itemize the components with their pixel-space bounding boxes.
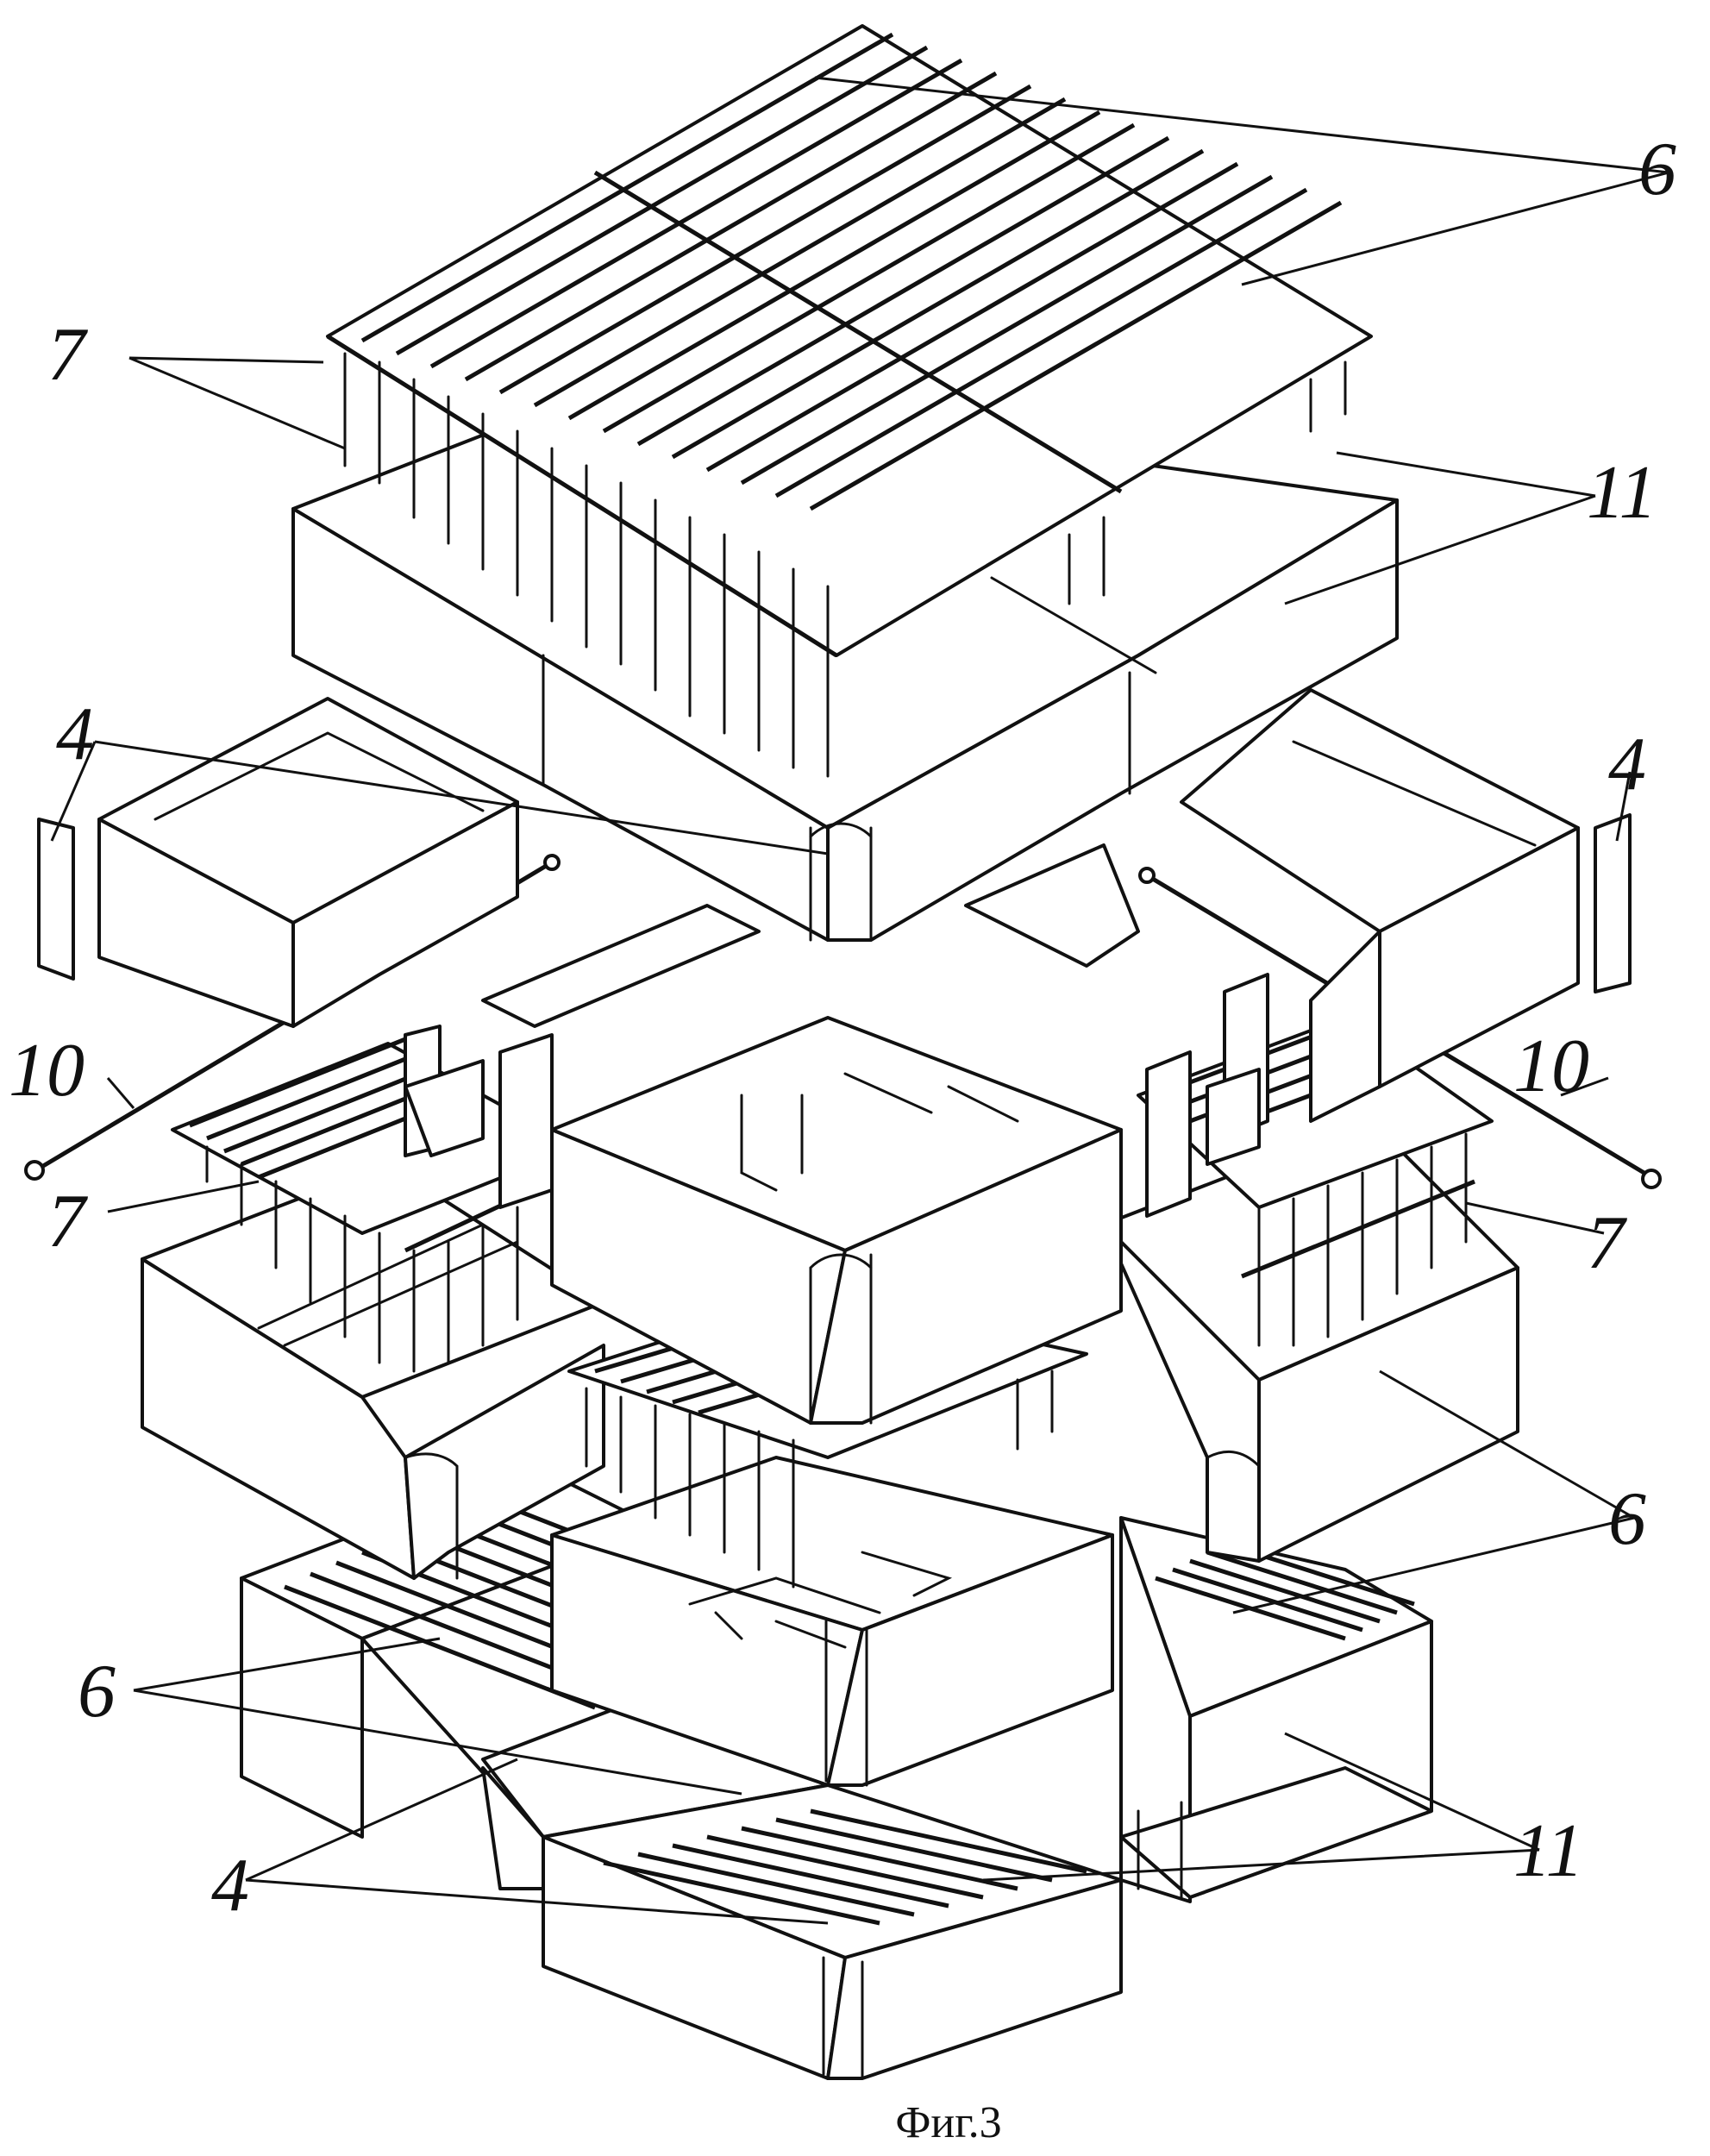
label-11-bottom: 11 bbox=[1513, 1809, 1583, 1893]
bottom-block-front-right-face bbox=[826, 1878, 1123, 2080]
label-10-right: 10 bbox=[1513, 1025, 1589, 1108]
label-4-right: 4 bbox=[1608, 723, 1646, 806]
label-4-left: 4 bbox=[56, 693, 94, 776]
mid-tier bbox=[24, 854, 1662, 1589]
side-plate-left bbox=[37, 818, 75, 981]
label-7-left: 7 bbox=[47, 1180, 89, 1263]
label-11-top: 11 bbox=[1587, 451, 1657, 535]
connecting-posts bbox=[404, 973, 1269, 1218]
reference-labels: 6 7 11 4 4 10 10 7 7 6 6 11 4 bbox=[9, 128, 1676, 1927]
label-4-bottom: 4 bbox=[211, 1844, 249, 1927]
top-grate bbox=[326, 24, 1373, 778]
top-block-right-face bbox=[826, 498, 1399, 942]
leader-lines bbox=[50, 76, 1669, 1925]
lower-middle-tier bbox=[141, 1119, 1519, 1787]
side-plates bbox=[37, 813, 1632, 993]
side-plate-right bbox=[1594, 813, 1632, 993]
top-tier bbox=[291, 24, 1399, 942]
label-7-top: 7 bbox=[47, 313, 89, 397]
figure-caption: Фиг.3 bbox=[895, 2098, 1001, 2147]
upper-mid-tier bbox=[97, 688, 1580, 1123]
label-6-left: 6 bbox=[78, 1650, 116, 1733]
label-7-right: 7 bbox=[1587, 1201, 1628, 1285]
label-6-right: 6 bbox=[1608, 1477, 1646, 1561]
label-10-left: 10 bbox=[9, 1029, 85, 1112]
label-6-top: 6 bbox=[1638, 128, 1676, 211]
